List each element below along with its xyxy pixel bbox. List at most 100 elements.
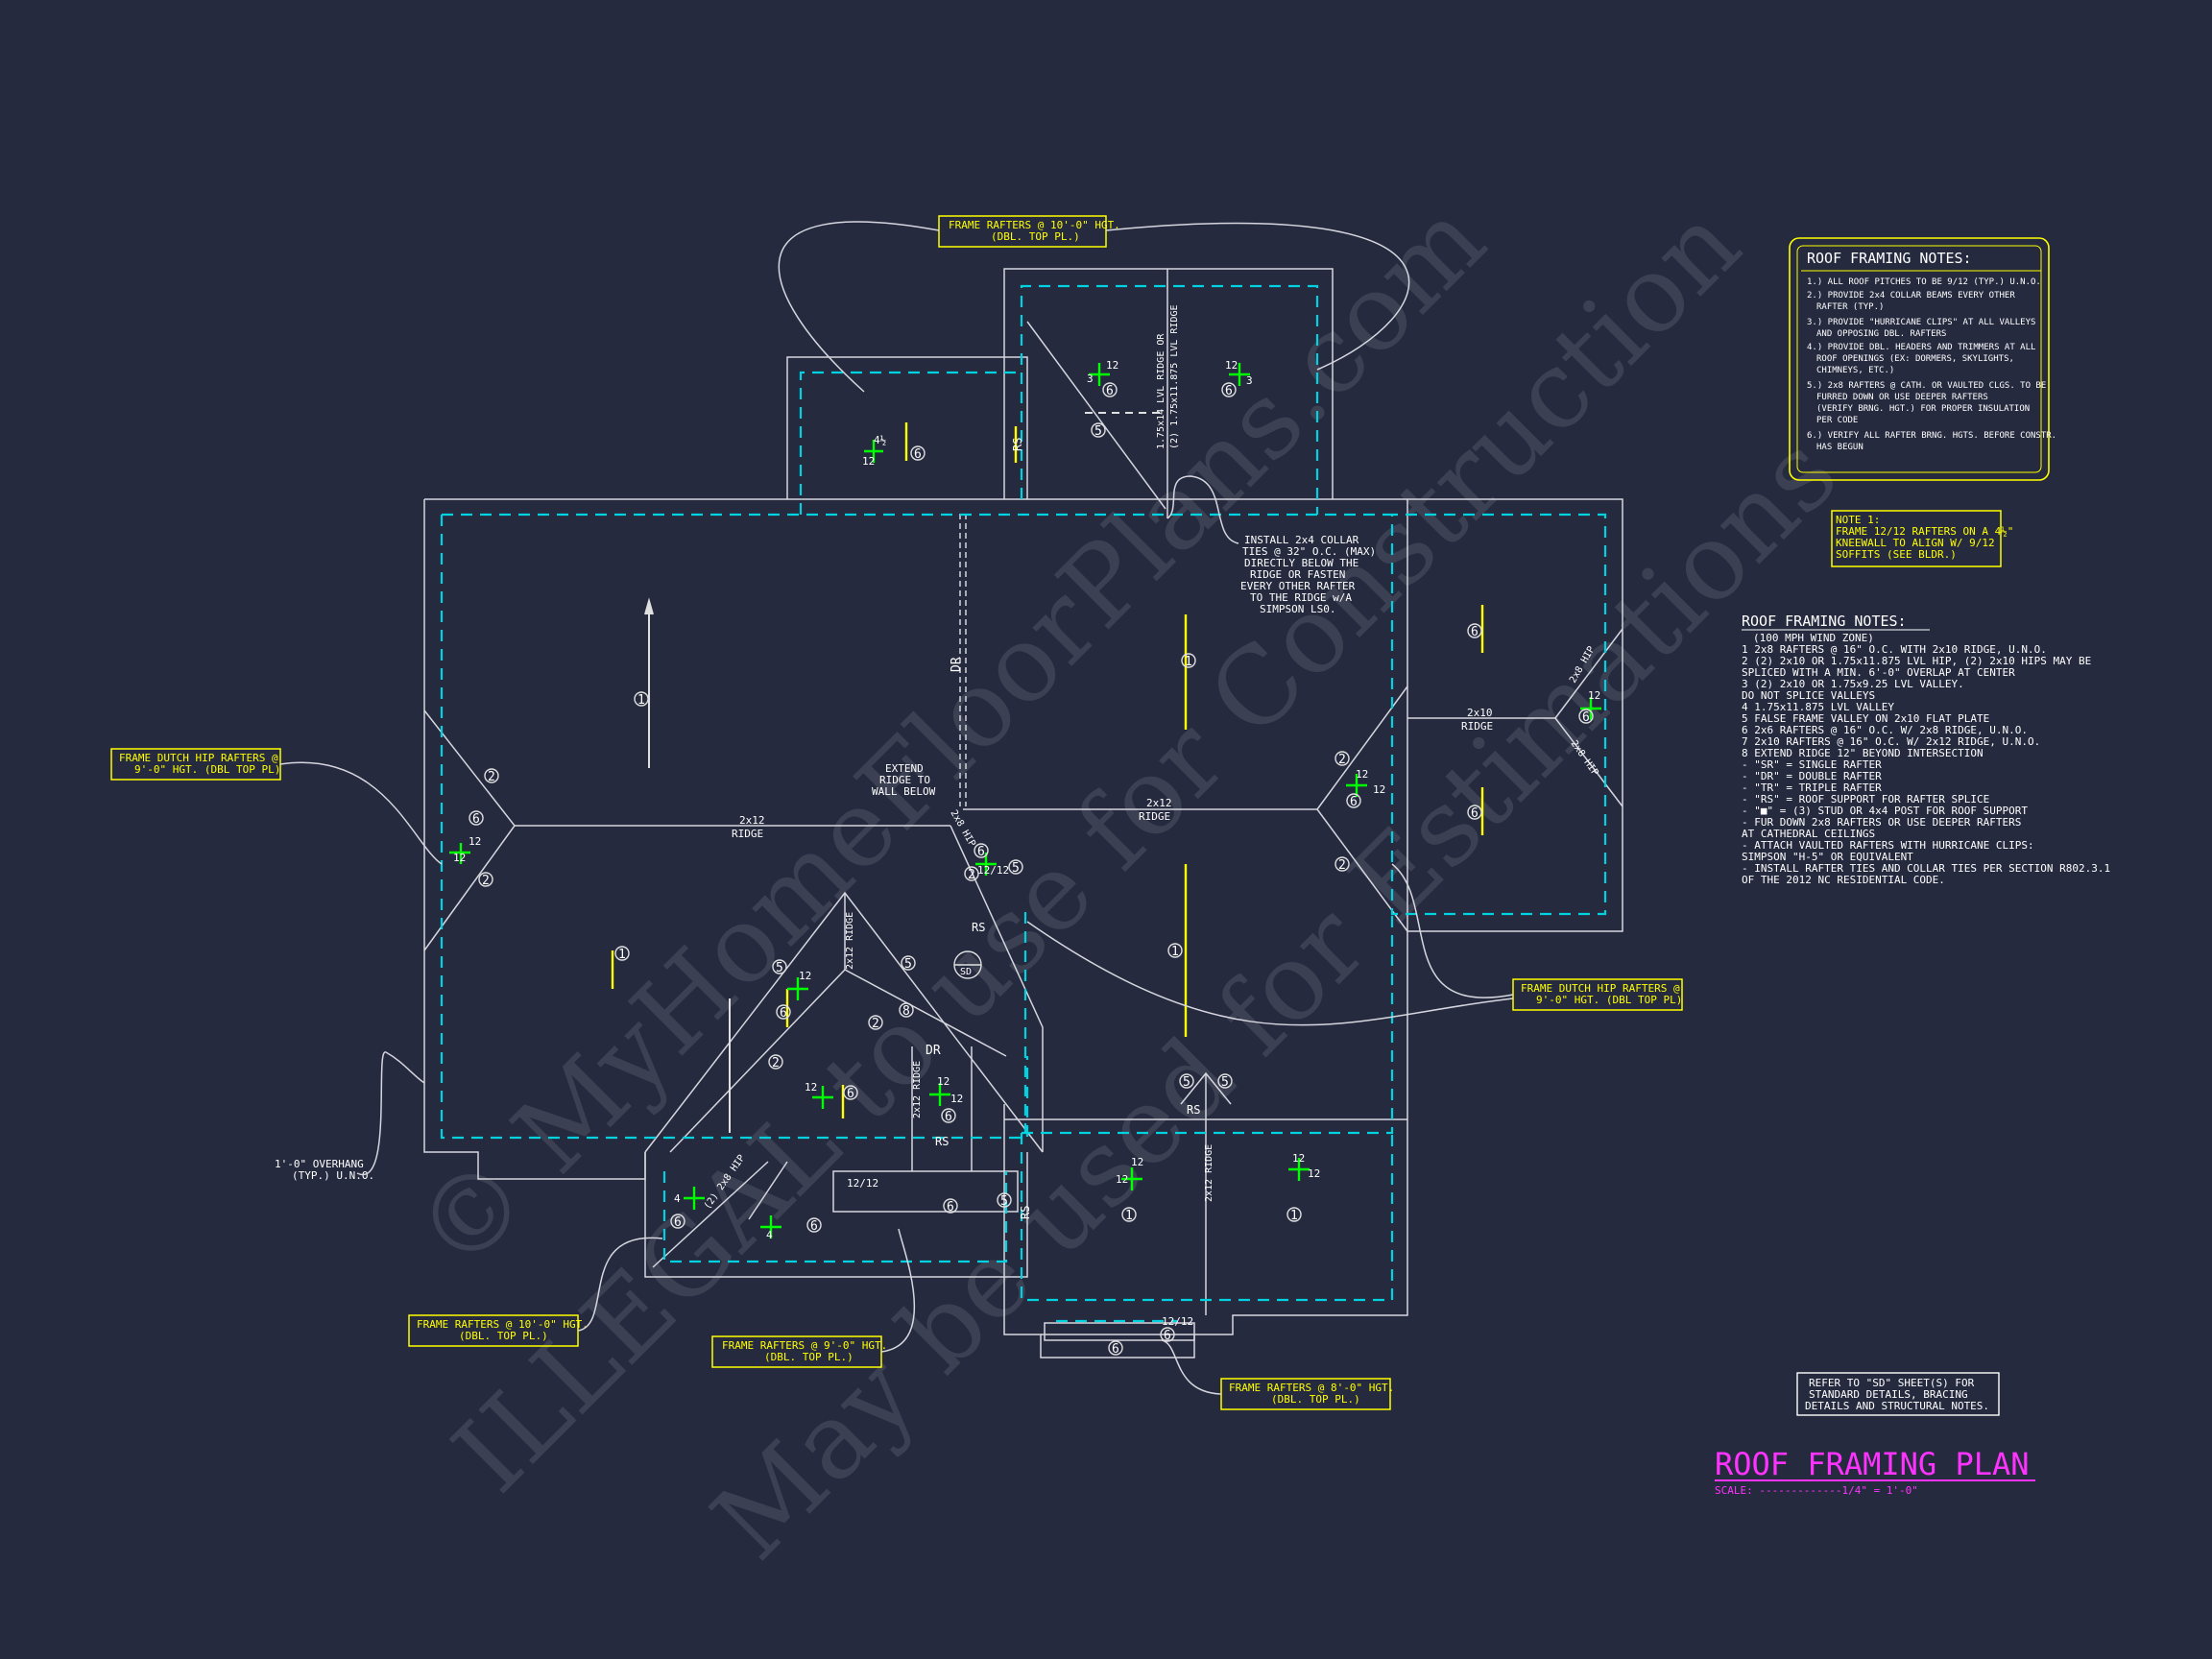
rs-label: RS	[1019, 1206, 1032, 1219]
pitch-label: 12	[1292, 1152, 1305, 1165]
tag-5: 5	[901, 955, 916, 972]
tag-6: 6	[670, 1214, 685, 1230]
callout-left-dutch-leader	[279, 761, 443, 865]
tag-6: 6	[806, 1217, 822, 1234]
wall-lines	[440, 284, 1607, 1323]
svg-text:2.) PROVIDE 2x4 COLLAR BEAMS E: 2.) PROVIDE 2x4 COLLAR BEAMS EVERY OTHER	[1807, 291, 2015, 301]
rafter-direction-arrows	[449, 363, 1601, 1238]
tag-6: 6	[941, 1108, 956, 1124]
pitch-label: 4½	[874, 434, 886, 446]
ridge-2x12-a: 2x12 RIDGE	[845, 912, 855, 970]
tag-1: 1	[1286, 1207, 1302, 1223]
pitch-label: 12/12	[1162, 1315, 1193, 1328]
roof-outline	[423, 268, 1623, 1358]
overhang-leader	[356, 1051, 425, 1176]
svg-text:DETAILS AND STRUCTURAL NOTES.: DETAILS AND STRUCTURAL NOTES.	[1805, 1400, 1989, 1412]
svg-text:3 (2) 2x10 OR 1.75x9.25 LVL V: 3 (2) 2x10 OR 1.75x9.25 LVL VALLEY.	[1742, 678, 1964, 690]
pitch-label: 3	[1246, 374, 1253, 387]
callout-right-dutch-leader	[1391, 863, 1514, 998]
dr-label: DR	[950, 657, 964, 672]
tag-1: 1	[1121, 1207, 1137, 1223]
rs-label: RS	[972, 921, 985, 934]
svg-text:FRAME 12/12 RAFTERS ON A 4½": FRAME 12/12 RAFTERS ON A 4½"	[1836, 525, 2013, 538]
pitch-label: 12	[937, 1075, 950, 1088]
svg-text:RAFTER (TYP.): RAFTER (TYP.)	[1816, 302, 1884, 312]
svg-text:RIDGE TO: RIDGE TO	[879, 774, 930, 786]
svg-text:6.) VERIFY ALL RAFTER BRNG. HG: 6.) VERIFY ALL RAFTER BRNG. HGTS. BEFORE…	[1807, 431, 2056, 441]
svg-text:6: 6	[1471, 806, 1479, 821]
svg-text:3.) PROVIDE "HURRICANE CLIPS": 3.) PROVIDE "HURRICANE CLIPS" AT ALL VAL…	[1807, 318, 2035, 327]
svg-text:FRAME RAFTERS @ 9'-0" HGT.: FRAME RAFTERS @ 9'-0" HGT.	[722, 1339, 887, 1352]
pitch-label: 12	[1356, 768, 1368, 781]
tag-6: 6	[843, 1085, 858, 1101]
dr-label-2: DR	[926, 1044, 941, 1058]
callout-top-leader-right	[1105, 222, 1410, 371]
lvl-ridge-line-1: 1.75x14 LVL RIDGE OR	[1156, 333, 1166, 449]
svg-text:5.) 2x8 RAFTERS @ CATH. OR VAU: 5.) 2x8 RAFTERS @ CATH. OR VAULTED CLGS.…	[1807, 381, 2046, 391]
pitch-label: 12	[1588, 689, 1600, 702]
ridge-mid-size: 2x12	[1146, 797, 1172, 809]
svg-text:7 2x10 RAFTERS @ 16" O.C. W/: 7 2x10 RAFTERS @ 16" O.C. W/ 2x12 RIDGE,…	[1742, 735, 2040, 748]
rs-label: RS	[1011, 438, 1024, 451]
tag-6: 6	[974, 843, 989, 859]
pitch-label: 12	[469, 835, 481, 848]
tag-6: 6	[1346, 793, 1361, 809]
callout-right-dutch: FRAME DUTCH HIP RAFTERS @ 9'-0" HGT. (DB…	[1512, 978, 1683, 1011]
svg-text:- "TR" = TRIPLE RAFTER: - "TR" = TRIPLE RAFTER	[1742, 781, 1882, 794]
svg-text:FURRED DOWN OR USE DEEPER RAFT: FURRED DOWN OR USE DEEPER RAFTERS	[1816, 393, 1988, 402]
watermark-line-1: © MyHomeFloorPlans.com	[392, 178, 1508, 1294]
ridge-left-label: RIDGE	[732, 828, 763, 840]
svg-text:1: 1	[1171, 945, 1179, 959]
svg-text:WALL BELOW: WALL BELOW	[872, 785, 936, 798]
svg-text:6: 6	[1112, 1342, 1119, 1357]
svg-text:EVERY OTHER RAFTER: EVERY OTHER RAFTER	[1240, 580, 1356, 592]
pitch-label: 12	[805, 1081, 817, 1094]
svg-text:5: 5	[1012, 861, 1020, 876]
tag-5: 5	[1217, 1073, 1233, 1090]
tag-5: 5	[1091, 422, 1106, 439]
svg-text:NOTE 1:: NOTE 1:	[1836, 514, 1880, 526]
svg-text:6: 6	[847, 1087, 854, 1101]
svg-text:2: 2	[482, 874, 490, 888]
svg-text:6: 6	[1582, 710, 1590, 725]
svg-text:5: 5	[1094, 424, 1102, 439]
svg-text:4.) PROVIDE DBL. HEADERS AND T: 4.) PROVIDE DBL. HEADERS AND TRIMMERS AT…	[1807, 343, 2035, 352]
tag-2: 2	[868, 1015, 883, 1031]
notes-box-title: ROOF FRAMING NOTES:	[1807, 250, 1972, 267]
svg-text:9'-0" HGT. (DBL TOP PL): 9'-0" HGT. (DBL TOP PL)	[1536, 994, 1682, 1006]
tag-2: 2	[1334, 856, 1350, 873]
svg-text:2: 2	[772, 1056, 780, 1070]
svg-text:6: 6	[780, 1006, 787, 1021]
svg-text:TO THE RIDGE w/A: TO THE RIDGE w/A	[1250, 591, 1352, 604]
svg-text:6: 6	[1225, 384, 1233, 398]
svg-text:1: 1	[618, 948, 626, 962]
svg-text:DIRECTLY BELOW THE: DIRECTLY BELOW THE	[1244, 557, 1358, 569]
svg-text:(DBL. TOP PL.): (DBL. TOP PL.)	[991, 230, 1080, 243]
pitch-label: 12	[1308, 1167, 1320, 1180]
svg-text:(TYP.) U.N.O.: (TYP.) U.N.O.	[292, 1169, 374, 1182]
svg-text:1.) ALL ROOF PITCHES TO BE 9/1: 1.) ALL ROOF PITCHES TO BE 9/12 (TYP.) U…	[1807, 277, 2041, 287]
tag-6: 6	[1221, 382, 1237, 398]
callout-bottom-9-leader	[880, 1228, 916, 1353]
collar-note-leader	[1166, 475, 1239, 544]
ridge-mid-label: RIDGE	[1139, 810, 1170, 823]
collar-tie-note: INSTALL 2x4 COLLAR TIES @ 32" O.C. (MAX)…	[1240, 534, 1376, 615]
svg-text:- "RS" = ROOF SUPPORT FOR RAF: - "RS" = ROOF SUPPORT FOR RAFTER SPLICE	[1742, 793, 1989, 805]
ridge-right-label: RIDGE	[1461, 720, 1493, 733]
svg-text:6: 6	[472, 812, 480, 827]
svg-text:DO NOT SPLICE VALLEYS: DO NOT SPLICE VALLEYS	[1742, 689, 1875, 702]
svg-text:2: 2	[968, 868, 975, 882]
pitch-label: 12	[950, 1093, 963, 1105]
svg-text:5: 5	[776, 961, 783, 975]
pitch-label: 12	[1116, 1173, 1128, 1186]
tag-6: 6	[910, 445, 926, 462]
svg-text:6: 6	[914, 447, 922, 462]
extend-ridge-note: EXTEND RIDGE TO WALL BELOW	[872, 762, 936, 798]
callout-top: FRAME RAFTERS @ 10'-0" HGT. (DBL. TOP PL…	[938, 215, 1120, 248]
svg-text:6: 6	[1164, 1329, 1171, 1343]
svg-text:FRAME DUTCH HIP RAFTERS @: FRAME DUTCH HIP RAFTERS @	[119, 752, 278, 764]
svg-text:(DBL. TOP PL.): (DBL. TOP PL.)	[764, 1351, 854, 1363]
tag-5: 5	[772, 959, 787, 975]
svg-text:EXTEND: EXTEND	[885, 762, 924, 775]
